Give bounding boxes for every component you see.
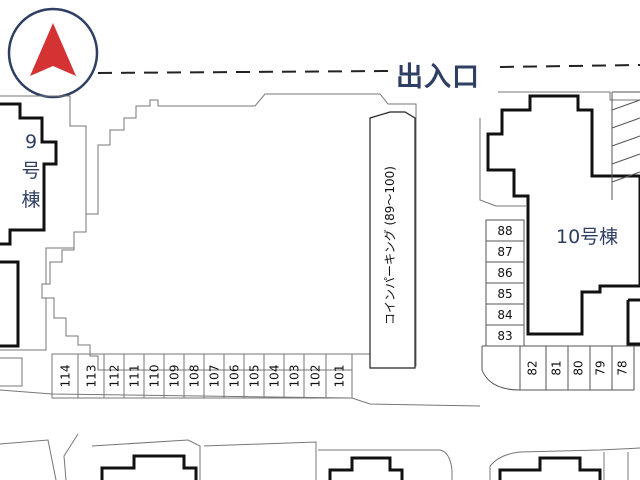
- parking-slot: 110: [147, 364, 161, 388]
- parking-slot: 113: [84, 364, 98, 388]
- parking-slot: 103: [287, 364, 301, 388]
- parking-slot: 106: [227, 364, 241, 388]
- parking-slot: 82: [526, 360, 540, 376]
- parking-slot: 81: [550, 360, 564, 376]
- building-10-label: 10号棟: [556, 226, 619, 248]
- building-9-shed: [0, 357, 23, 387]
- right-top-stripes: [611, 91, 640, 200]
- parking-slot: 111: [127, 364, 141, 388]
- parking-slot: 101: [332, 364, 346, 388]
- bottom-right-building: [498, 456, 602, 480]
- building-10-outbuilding: [626, 298, 640, 346]
- parking-slot: 107: [207, 364, 221, 388]
- parking-slot: 105: [247, 364, 261, 388]
- bottom-left-building: [100, 454, 198, 480]
- coin-parking-label-box: コインパーキング (89～100): [370, 160, 408, 330]
- right-bottom-slots: [481, 345, 640, 391]
- parking-slot: 86: [497, 265, 513, 280]
- north-arrow-icon: [7, 7, 99, 99]
- parking-slot: 114: [58, 364, 72, 388]
- road-edge: [0, 389, 481, 407]
- bottom-slot-row: [51, 353, 353, 399]
- parking-slot: 112: [107, 364, 121, 388]
- building-10-lot: [479, 91, 640, 207]
- building-10-outline: [486, 94, 640, 336]
- building-9-base: [0, 260, 20, 348]
- bottom-lot-lines: [0, 433, 640, 480]
- building-9-outline: [0, 102, 58, 246]
- building-9-lot: [0, 95, 87, 351]
- boundary-dashed-line: [97, 64, 640, 74]
- building-9-label-to: 棟: [21, 189, 41, 211]
- building-9-label-go: 号: [21, 160, 41, 182]
- parking-lot-outline: [41, 93, 417, 371]
- parking-slot: 104: [267, 364, 281, 388]
- bottom-mid-building: [328, 456, 404, 480]
- coin-parking-outline: [369, 111, 416, 369]
- parking-slot: 79: [594, 360, 608, 376]
- building-9-label: 9 号 棟: [18, 128, 44, 215]
- parking-slot: 102: [308, 364, 322, 388]
- parking-slot: 109: [167, 364, 181, 388]
- parking-slot: 78: [616, 360, 630, 376]
- building-9-label-number: 9: [24, 131, 38, 153]
- parking-slot: 83: [497, 328, 513, 343]
- parking-slot: 80: [572, 360, 586, 376]
- entrance-label: 出入口: [396, 62, 480, 93]
- parking-slot: 87: [497, 244, 513, 259]
- parking-slot: 88: [497, 223, 513, 238]
- parking-slot: 84: [497, 307, 513, 322]
- parking-slot: 108: [187, 364, 201, 388]
- parking-slot: 85: [497, 286, 513, 301]
- coin-parking-label: コインパーキング (89～100): [382, 165, 397, 325]
